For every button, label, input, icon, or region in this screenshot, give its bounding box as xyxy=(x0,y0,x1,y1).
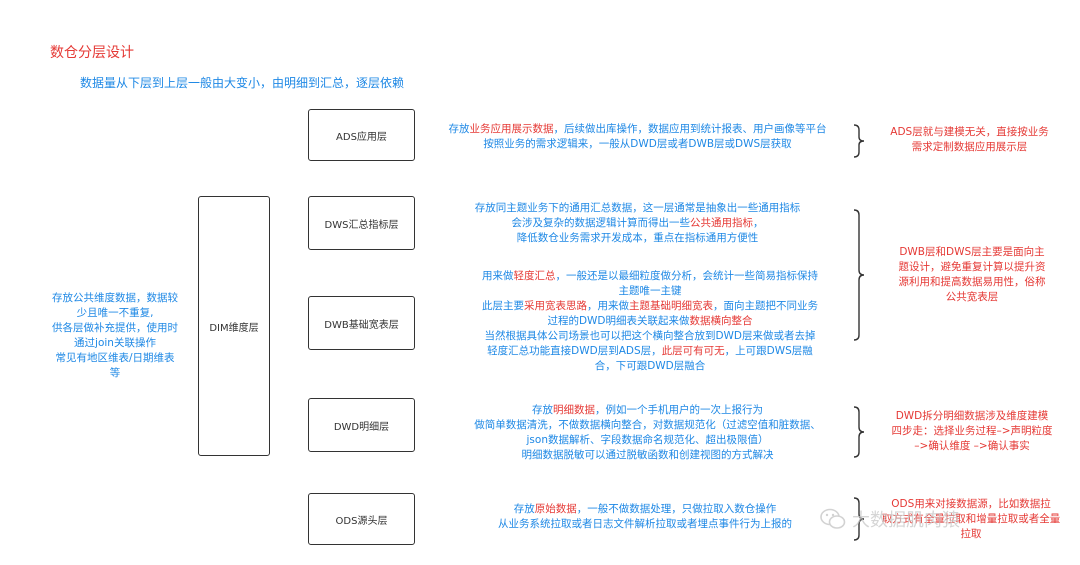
dwb-description: 用来做轻度汇总，一般还是以最细粒度做分析，会统计一些简易指标保持 主题唯一主键 … xyxy=(482,270,818,372)
dim-layer-box: DIM维度层 xyxy=(198,196,270,456)
ads-description: 存放业务应用展示数据，后续做出库操作，数据应用到统计报表、用户画像等平台 按照业… xyxy=(448,123,827,150)
ods-note: ODS用来对接数据源，比如数据拉 取方式有全量拉取和增量拉取或者全量 拉取 xyxy=(881,498,1061,540)
dwb-dws-brace xyxy=(853,209,865,341)
dws-layer-box: DWS汇总指标层 xyxy=(308,196,415,250)
dwd-layer-label: DWD明细层 xyxy=(333,421,390,433)
dwb-layer-label: DWB基础宽表层 xyxy=(324,319,399,331)
dws-layer-label: DWS汇总指标层 xyxy=(324,219,399,231)
dwd-description: 存放明细数据，例如一个手机用户的一次上报行为 做简单数据清洗，不做数据横向整合，… xyxy=(474,404,821,461)
ads-note: ADS层就与建模无关，直接按业务 需求定制数据应用展示层 xyxy=(890,126,1049,153)
dwd-brace xyxy=(853,406,865,458)
page-subtitle: 数据量从下层到上层一般由大变小，由明细到汇总，逐层依赖 xyxy=(80,76,405,90)
ads-layer-label: ADS应用层 xyxy=(336,131,387,143)
watermark: 大数据肌肉猿 xyxy=(820,506,960,532)
wechat-icon xyxy=(820,508,846,529)
dws-description: 存放同主题业务下的通用汇总数据，这一层通常是抽象出一些通用指标 会涉及复杂的数据… xyxy=(474,202,801,244)
dwd-layer-box: DWD明细层 xyxy=(308,398,415,452)
dwb-layer-box: DWB基础宽表层 xyxy=(308,296,415,350)
dim-description: 存放公共维度数据，数据较 少且唯一不重复, 供各层做补充提供，使用时 通过joi… xyxy=(52,292,178,379)
ods-layer-label: ODS源头层 xyxy=(335,515,388,527)
page-title: 数仓分层设计 xyxy=(50,45,134,61)
ods-brace xyxy=(853,497,865,541)
ads-layer-box: ADS应用层 xyxy=(308,109,415,161)
dwb-dws-note: DWB层和DWS层主要是面向主 题设计，避免重复计算以提升资 源利用和提高数据易… xyxy=(898,246,1046,303)
ads-brace xyxy=(853,124,865,158)
dwd-note: DWD拆分明细数据涉及维度建模 四步走：选择业务过程–>声明粒度 –>确认维度 … xyxy=(891,410,1053,452)
ods-description: 存放原始数据，一般不做数据处理，只做拉取入数仓操作 从业务系统拉取或者日志文件解… xyxy=(498,503,792,530)
dim-layer-label: DIM维度层 xyxy=(209,322,259,334)
ods-layer-box: ODS源头层 xyxy=(308,493,415,545)
